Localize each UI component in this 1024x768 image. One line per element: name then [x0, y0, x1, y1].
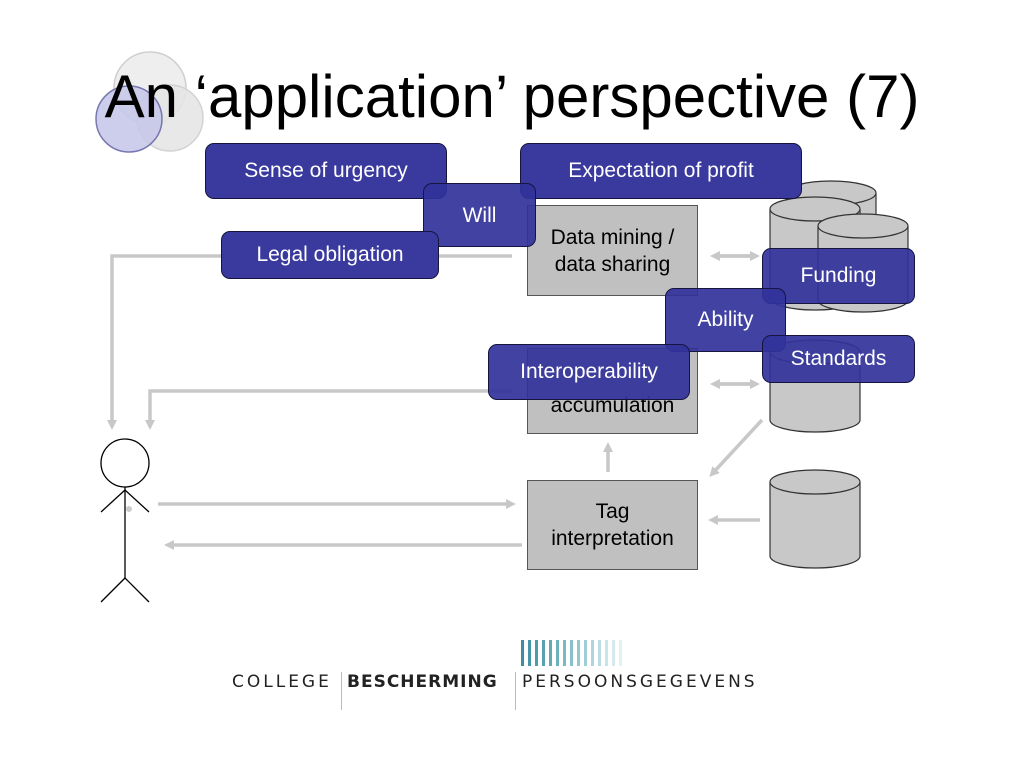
tag-interoperability: Interoperability: [488, 344, 690, 400]
arrow-db-to-tag-diagonal: [709, 418, 764, 477]
logo-persoonsgegevens: PERSOONSGEGEVENS: [522, 672, 758, 692]
box-line: Data mining /: [550, 225, 675, 249]
logo-divider: [341, 672, 342, 710]
tag-standards: Standards: [762, 335, 915, 383]
box-line: interpretation: [551, 527, 674, 550]
logo-divider: [515, 672, 516, 710]
tag-legal-obligation: Legal obligation: [221, 231, 439, 279]
box-line: Tag: [595, 500, 630, 523]
box-data-mining: Data mining / data sharing: [527, 205, 698, 296]
person-icon: [100, 438, 150, 603]
logo-bescherming: BESCHERMING: [347, 672, 498, 692]
database-icon: [769, 469, 861, 569]
slide-title: An ‘application’ perspective (7): [104, 63, 920, 130]
logo-stripes: [521, 640, 622, 666]
arrow-accumulation-to-person: [145, 389, 512, 430]
box-line: data sharing: [554, 252, 671, 276]
box-tag-interpretation: Tag interpretation: [527, 480, 698, 570]
tag-expectation-of-profit: Expectation of profit: [520, 143, 802, 199]
tag-sense-of-urgency: Sense of urgency: [205, 143, 447, 199]
decorative-circles: [95, 51, 204, 153]
tag-will: Will: [423, 183, 536, 247]
arrows: [107, 251, 764, 550]
logo-college: COLLEGE: [232, 672, 332, 692]
tag-funding: Funding: [762, 248, 915, 304]
arrow-data-mining-to-person: [107, 254, 512, 430]
